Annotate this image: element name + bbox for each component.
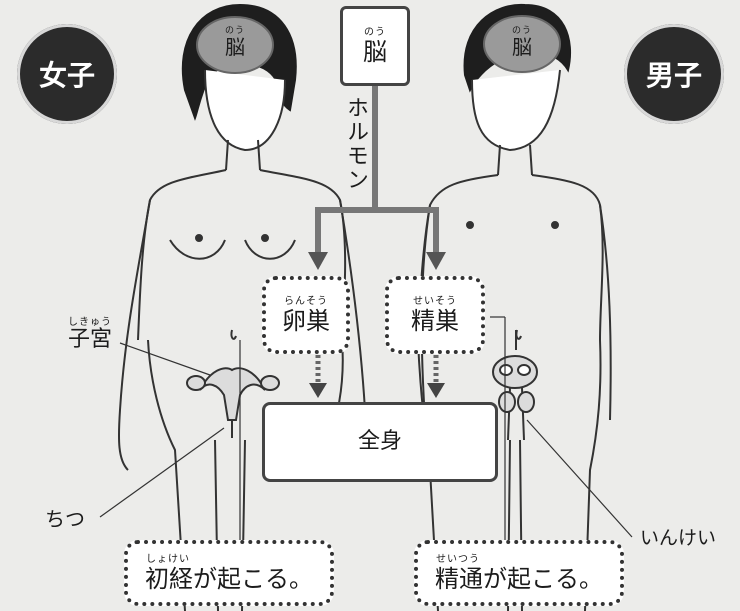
uterus-label-text: 子宮	[68, 328, 112, 352]
hormone-arrows	[318, 85, 436, 255]
whole-body-box: 全身	[262, 402, 498, 482]
testis-box-ruby: せいそう	[413, 296, 457, 307]
female-badge-label: 女子	[39, 54, 95, 94]
menarche-box-ruby: しょけい	[146, 554, 190, 565]
testis-box-text: 精巣	[411, 307, 459, 335]
brain-box-text: 脳	[363, 38, 387, 66]
arrow-to-testis	[426, 252, 446, 270]
ejaculation-box: せいつう 精通が起こる。	[414, 540, 624, 606]
penis-label: いんけい	[640, 523, 716, 550]
testis-box: せいそう 精巣	[385, 276, 485, 354]
ejaculation-box-text: 精通が起こる。	[435, 565, 603, 593]
whole-body-text: 全身	[358, 428, 402, 456]
uterus-label: しきゅう 子宮	[68, 317, 112, 352]
brain-box: のう 脳	[340, 6, 410, 86]
penis-leader-line	[527, 420, 632, 537]
male-badge-label: 男子	[646, 54, 702, 94]
male-brain-text: 脳	[507, 36, 537, 58]
menarche-box-text: 初経が起こる。	[145, 565, 313, 593]
female-uterus	[200, 368, 265, 420]
menarche-box: しょけい 初経が起こる。	[124, 540, 334, 606]
ovary-box-text: 卵巣	[282, 307, 330, 335]
ejaculation-box-ruby: せいつう	[436, 554, 480, 565]
male-brain-label: のう 脳	[507, 26, 537, 58]
female-face	[205, 70, 285, 150]
hormone-label: ホルモン	[339, 96, 371, 192]
arrow-to-ovary	[308, 252, 328, 270]
female-badge: 女子	[17, 24, 117, 124]
arrow-ovary-body	[309, 383, 327, 398]
brain-box-ruby: のう	[364, 27, 386, 38]
arrow-testis-body	[427, 383, 445, 398]
male-badge: 男子	[624, 24, 724, 124]
ovary-box-ruby: らんそう	[284, 296, 328, 307]
female-brain-text: 脳	[220, 36, 250, 58]
male-face	[472, 70, 560, 150]
female-brain-label: のう 脳	[220, 26, 250, 58]
ovary-box: らんそう 卵巣	[262, 276, 350, 354]
uterus-leader-line	[120, 343, 210, 375]
vagina-label: ちつ	[45, 503, 85, 532]
